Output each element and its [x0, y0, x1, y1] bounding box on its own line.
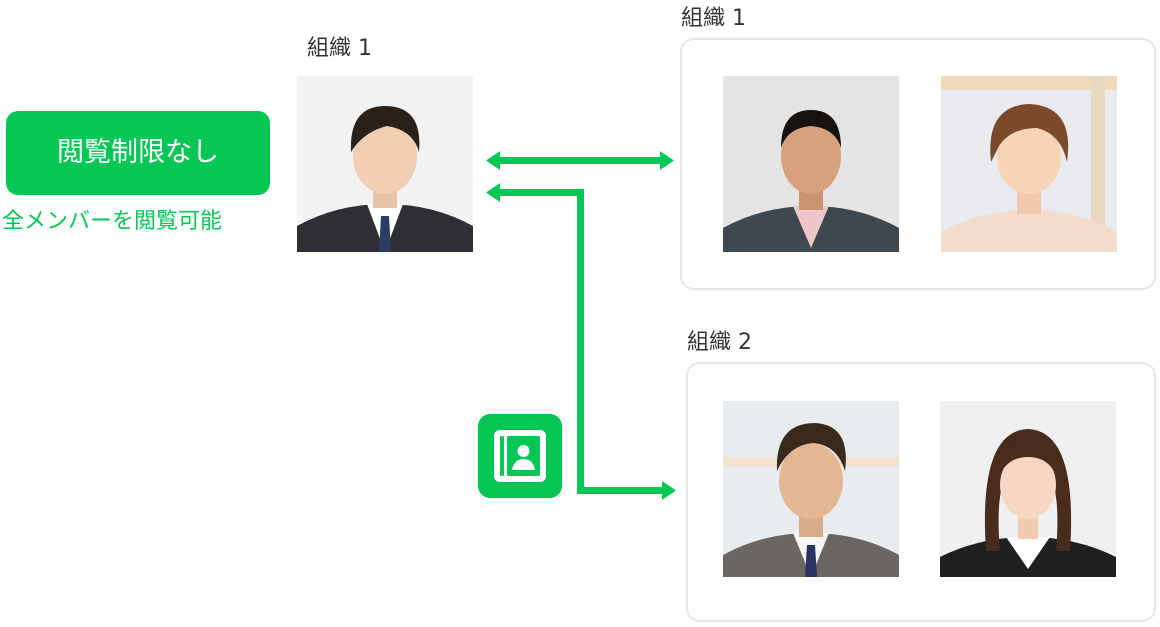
- top-arrow-left-head: [486, 151, 500, 170]
- group-2-panel: [686, 362, 1156, 622]
- group-2-member-1-photo: [723, 401, 899, 577]
- all-members-viewable-label: 全メンバーを閲覧可能: [2, 209, 223, 234]
- viewer-photo: [297, 76, 473, 252]
- group-1-member-1-photo: [723, 76, 899, 252]
- bent-arrow-right-head: [662, 481, 676, 500]
- no-restriction-badge: 閲覧制限なし: [6, 111, 270, 195]
- address-book-icon: [478, 414, 562, 498]
- group-1-org-label: 組織 1: [681, 6, 746, 31]
- bent-arrow-bottom-segment: [577, 487, 664, 494]
- bent-arrow-vertical-segment: [577, 189, 584, 494]
- bent-arrow-left-head: [486, 183, 500, 202]
- top-arrow-right-head: [660, 151, 674, 170]
- viewer-org-label: 組織 1: [307, 36, 372, 61]
- group-1-member-2-photo: [941, 76, 1117, 252]
- group-1-panel: [680, 38, 1156, 290]
- group-2-org-label: 組織 2: [687, 330, 752, 355]
- top-arrow-shaft: [496, 157, 662, 164]
- bent-arrow-top-segment: [496, 189, 584, 196]
- group-2-member-2-photo: [940, 401, 1116, 577]
